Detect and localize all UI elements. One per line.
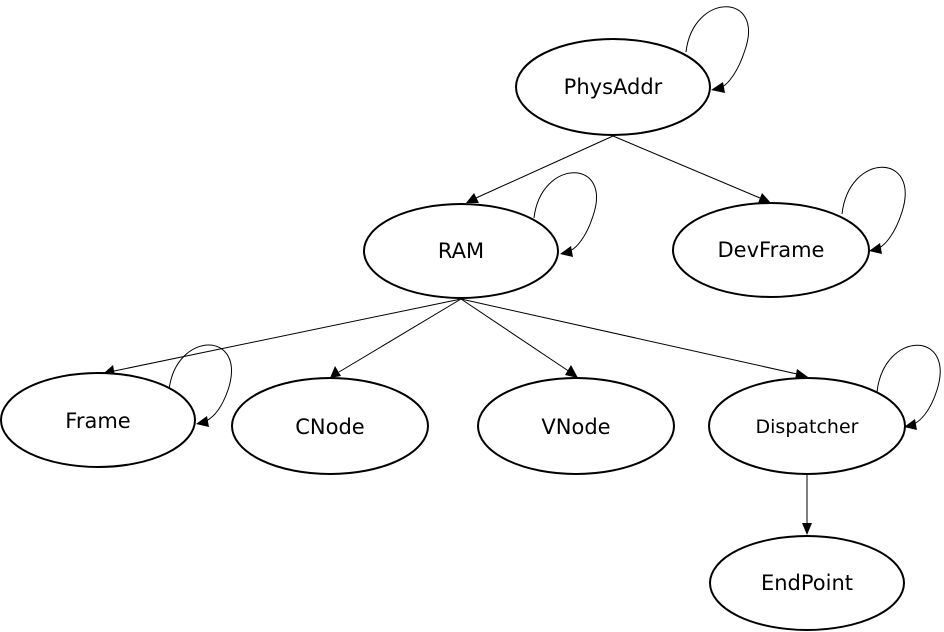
nodes: PhysAddr RAM DevFrame Frame CNode VNode … [0, 38, 906, 631]
node-label-physaddr: PhysAddr [564, 75, 663, 99]
node-cnode[interactable]: CNode [231, 377, 429, 475]
node-physaddr[interactable]: PhysAddr [515, 38, 711, 136]
self-loop-physaddr [685, 6, 749, 93]
node-label-frame: Frame [65, 409, 130, 433]
self-loop-ram [533, 172, 597, 257]
edge-ram-cnode [330, 298, 462, 378]
edge-dispatcher-endpoint [802, 474, 812, 535]
node-frame[interactable]: Frame [0, 372, 196, 468]
self-loop-frame [168, 344, 232, 427]
node-label-devframe: DevFrame [718, 238, 825, 262]
edge-physaddr-ram [466, 135, 614, 203]
self-loops [168, 6, 941, 430]
node-vnode[interactable]: VNode [477, 377, 675, 475]
node-label-cnode: CNode [295, 415, 364, 439]
edges [104, 135, 812, 535]
self-loop-dispatcher [876, 344, 941, 430]
node-dispatcher[interactable]: Dispatcher [708, 377, 906, 475]
node-ram[interactable]: RAM [363, 203, 559, 299]
edge-ram-frame [104, 298, 462, 376]
node-label-dispatcher: Dispatcher [756, 416, 859, 438]
edge-ram-vnode [460, 298, 578, 378]
edge-ram-dispatcher [460, 298, 808, 380]
node-label-ram: RAM [438, 239, 484, 263]
node-endpoint[interactable]: EndPoint [709, 535, 905, 631]
node-label-vnode: VNode [541, 415, 610, 439]
node-label-endpoint: EndPoint [761, 571, 853, 595]
edge-physaddr-devframe [612, 135, 771, 203]
node-devframe[interactable]: DevFrame [672, 202, 870, 298]
self-loop-devframe [841, 166, 906, 254]
